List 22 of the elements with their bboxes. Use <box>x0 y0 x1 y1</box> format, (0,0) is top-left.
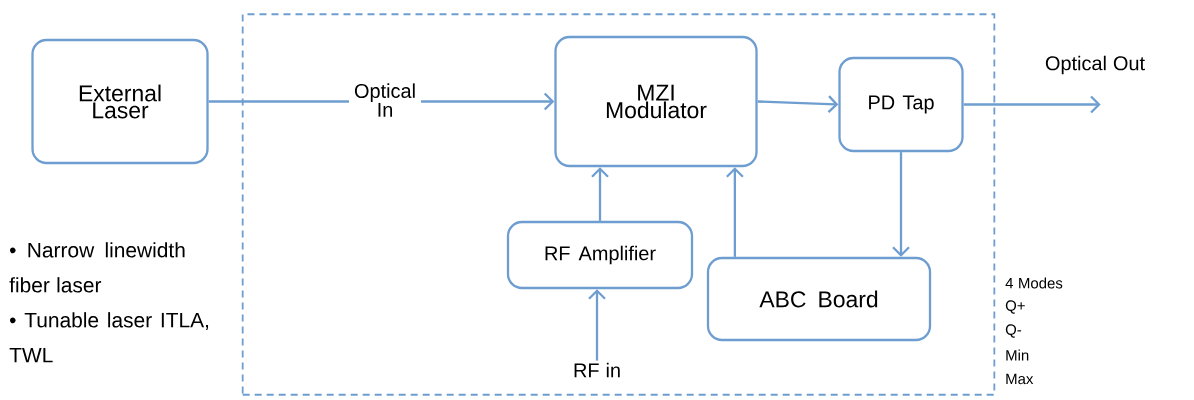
note-text: • Narrow linewidth fiber laser <box>9 242 185 293</box>
arrow <box>591 167 609 221</box>
input-label: RF in <box>574 362 620 378</box>
process-box: RF Amplifier <box>506 220 694 290</box>
mode-text: Q+ <box>1005 300 1025 314</box>
edge-label: Optical In <box>349 82 421 118</box>
process-box: External Laser <box>31 38 209 165</box>
mode-text: 4 Modes <box>1005 277 1063 289</box>
dashed-region <box>241 13 996 396</box>
process-box: MZI Modulator <box>554 35 758 168</box>
mode-text: Max <box>1006 373 1034 385</box>
process-box: ABC Board <box>706 256 932 342</box>
mode-text: Q- <box>1005 324 1022 338</box>
arrow <box>892 152 910 257</box>
arrow <box>588 289 606 361</box>
process-box: PD Tap <box>838 56 964 153</box>
arrow <box>726 167 744 257</box>
mode-text: Min <box>1006 349 1029 361</box>
arrow <box>963 95 1101 114</box>
arrow <box>757 95 839 113</box>
edge-label: Optical Out <box>1045 55 1145 75</box>
note-text: • Tunable laser ITLA, TWL <box>9 312 209 363</box>
